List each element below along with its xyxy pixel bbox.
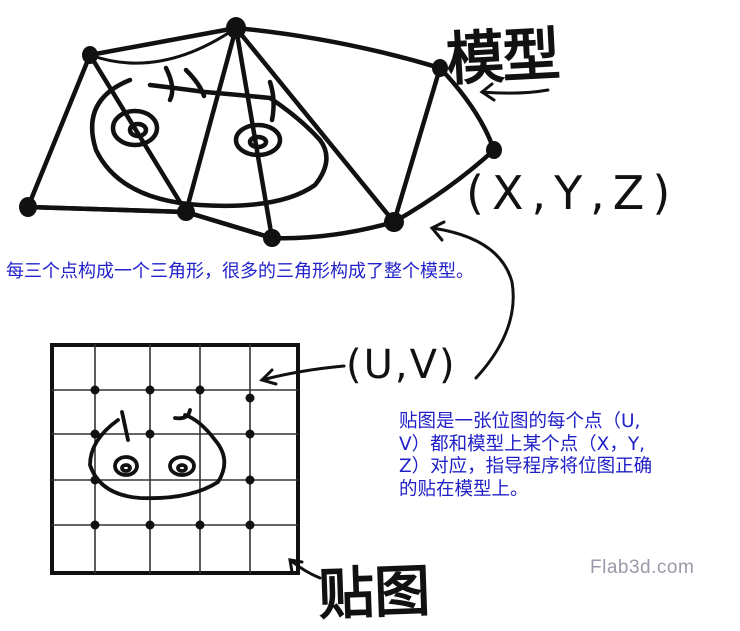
vertex-point <box>177 203 195 221</box>
texture-point <box>245 393 255 403</box>
model-label: 模型 <box>444 20 560 94</box>
texture-point <box>90 429 100 439</box>
texture-point <box>145 385 155 395</box>
credit-text: Flab3d.com <box>590 557 695 578</box>
mesh-edge <box>87 52 189 215</box>
texture-point <box>90 385 100 395</box>
arrow-to-texture-bottom <box>288 558 322 580</box>
texture-point <box>90 475 100 485</box>
vertex-point <box>384 212 404 232</box>
texture-point <box>195 385 205 395</box>
vertex-point <box>432 59 448 77</box>
mesh-edge <box>391 65 443 225</box>
vertex-point <box>19 197 37 217</box>
vertex-point <box>486 141 502 159</box>
mesh-edge <box>183 25 239 215</box>
arrow-to-vertex <box>429 220 515 380</box>
texture-point <box>245 429 255 439</box>
arrow-to-model <box>479 82 550 102</box>
texture-point <box>90 520 100 530</box>
mesh-edge <box>25 204 275 241</box>
xyz-label: (X,Y,Z) <box>466 166 679 220</box>
vertex-point <box>82 46 98 64</box>
texture-point <box>145 429 155 439</box>
mesh-edge <box>233 25 397 225</box>
vertex-point <box>226 17 246 39</box>
texture-point <box>195 520 205 530</box>
diagram-sketch <box>19 17 550 580</box>
mesh-edge <box>88 26 238 65</box>
cat-face-sketch <box>89 65 329 209</box>
arrow-to-texture <box>259 364 346 386</box>
vertex-point <box>263 229 281 247</box>
caption-text: 每三个点构成一个三角形，很多的三角形构成了整个模型。 <box>6 261 474 282</box>
uv-label: (U,V) <box>346 342 457 388</box>
texture-point <box>245 475 255 485</box>
explanation-text: 贴图是一张位图的每个点（U,V）都和模型上某个点（X，Y,Z）对应，指导程序将位… <box>399 411 653 500</box>
texture-point <box>145 520 155 530</box>
texture-cat-face <box>88 408 227 501</box>
texture-label: 贴图 <box>317 559 432 628</box>
texture-point <box>245 520 255 530</box>
